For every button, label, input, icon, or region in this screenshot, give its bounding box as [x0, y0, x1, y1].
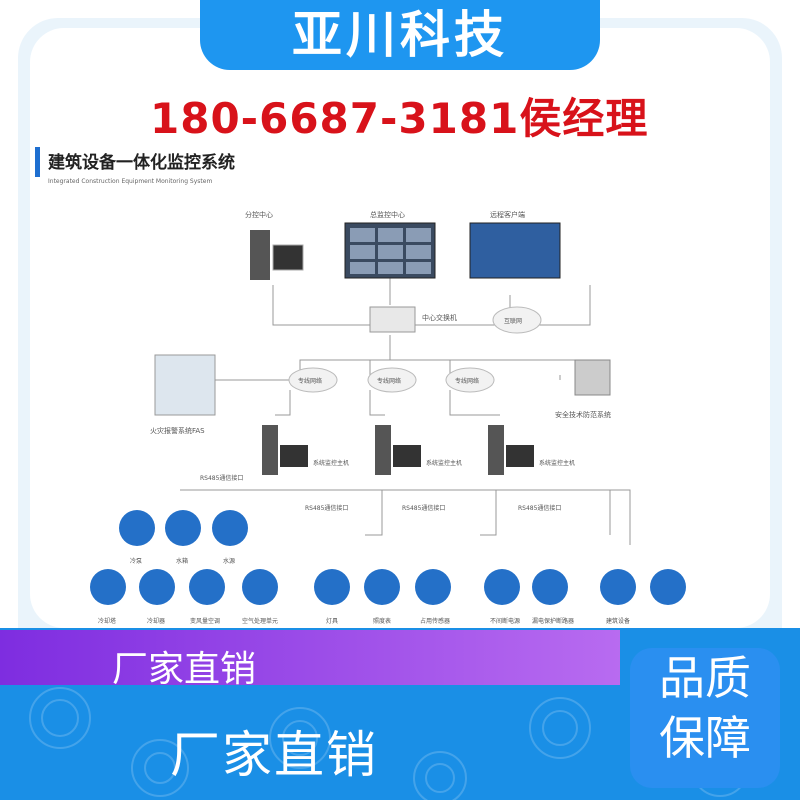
- connection-lines: [180, 245, 631, 545]
- device-icon-5: [314, 569, 350, 605]
- device-label-9: 漏电保护断路器: [532, 617, 574, 625]
- device-label-5: 灯具: [326, 617, 338, 625]
- device-label-4: 空气处理单元: [242, 617, 278, 625]
- device-top-label-1: 冷泵: [130, 557, 142, 565]
- private-net-label-3: 专线网络: [455, 377, 479, 385]
- device-label-7: 占用传感器: [420, 617, 450, 625]
- sub-center-monitor: [272, 244, 304, 271]
- host-tower-1: [262, 425, 278, 475]
- host-monitor-3: [506, 445, 534, 467]
- company-name: 亚川科技: [292, 6, 508, 64]
- devices-bottom-row: 冷却塔 冷却器 变风量空调 空气处理单元 灯具 照度表 占用传感器 不间断电源 …: [90, 569, 686, 625]
- host-label-1: 系统监控主机: [313, 459, 349, 467]
- promo-blue-text: 厂家直销: [170, 726, 378, 784]
- device-label-1: 冷却塔: [98, 617, 116, 625]
- diagram-title: 建筑设备一体化监控系统: [48, 152, 235, 173]
- device-label-8: 不间断电源: [490, 617, 520, 625]
- device-icon-9: [532, 569, 568, 605]
- private-net-cloud-3: [445, 367, 495, 393]
- sub-center-label: 分控中心: [245, 210, 273, 219]
- device-icon-2: [139, 569, 175, 605]
- cloud-pattern: [29, 687, 749, 800]
- rs485-label-3: RS485通信接口: [402, 504, 445, 512]
- private-net-cloud-1: [288, 367, 338, 393]
- diagram-subtitle: Integrated Construction Equipment Monito…: [48, 178, 212, 185]
- device-icon-4: [242, 569, 278, 605]
- device-top-icon-3: [212, 510, 248, 546]
- device-icon-8: [484, 569, 520, 605]
- device-icon-1: [90, 569, 126, 605]
- security-system-icon: [574, 359, 611, 396]
- host-monitor-2: [393, 445, 421, 467]
- contact-phone: 180-6687-3181侯经理: [150, 94, 649, 143]
- device-top-label-3: 水源: [223, 557, 235, 565]
- system-diagram: 建筑设备一体化监控系统 Integrated Construction Equi…: [35, 147, 686, 625]
- device-icon-7: [415, 569, 451, 605]
- promo-purple-bar: [0, 630, 620, 685]
- device-label-3: 变风量空调: [190, 617, 220, 625]
- promo-purple-text: 厂家直销: [112, 649, 257, 690]
- device-label-10: 建筑设备: [606, 617, 630, 625]
- internet-cloud-icon: [492, 306, 542, 334]
- security-label: 安全技术防范系统: [555, 410, 611, 419]
- sub-center-tower: [250, 230, 270, 280]
- rs485-label-2: RS485通信接口: [305, 504, 348, 512]
- company-header: 亚川科技: [200, 0, 600, 70]
- title-accent-bar: [35, 147, 40, 177]
- private-net-label-1: 专线网络: [298, 377, 322, 385]
- device-top-icon-1: [119, 510, 155, 546]
- device-icon-6: [364, 569, 400, 605]
- device-top-label-2: 水箱: [176, 557, 188, 565]
- device-icon-11: [650, 569, 686, 605]
- host-monitor-1: [280, 445, 308, 467]
- private-net-label-2: 专线网络: [377, 377, 401, 385]
- device-label-2: 冷却器: [147, 617, 165, 625]
- fire-alarm-label: 火灾报警系统FAS: [150, 426, 205, 435]
- device-icon-10: [600, 569, 636, 605]
- host-tower-3: [488, 425, 504, 475]
- device-label-6: 照度表: [373, 617, 391, 625]
- host-label-3: 系统监控主机: [539, 459, 575, 467]
- rs485-label-1: RS485通信接口: [200, 474, 243, 482]
- rs485-label-4: RS485通信接口: [518, 504, 561, 512]
- private-net-cloud-2: [367, 367, 417, 393]
- remote-client-label: 远程客户端: [490, 210, 525, 219]
- host-label-2: 系统监控主机: [426, 459, 462, 467]
- quality-guarantee-box: 品质 保障: [630, 648, 780, 788]
- quality-line-2: 保障: [659, 711, 751, 765]
- remote-client-screen: [469, 222, 561, 279]
- central-switch-label: 中心交换机: [422, 313, 457, 322]
- internet-label: 互联网: [504, 317, 522, 325]
- device-icon-3: [189, 569, 225, 605]
- quality-line-1: 品质: [659, 651, 751, 705]
- central-switch-icon: [369, 306, 416, 333]
- video-wall-tiles: [350, 228, 431, 274]
- device-top-icon-2: [165, 510, 201, 546]
- main-center-label: 总监控中心: [370, 210, 405, 219]
- host-tower-2: [375, 425, 391, 475]
- devices-top-row: 冷泵 水箱 水源: [119, 510, 248, 565]
- fire-alarm-console: [154, 354, 216, 416]
